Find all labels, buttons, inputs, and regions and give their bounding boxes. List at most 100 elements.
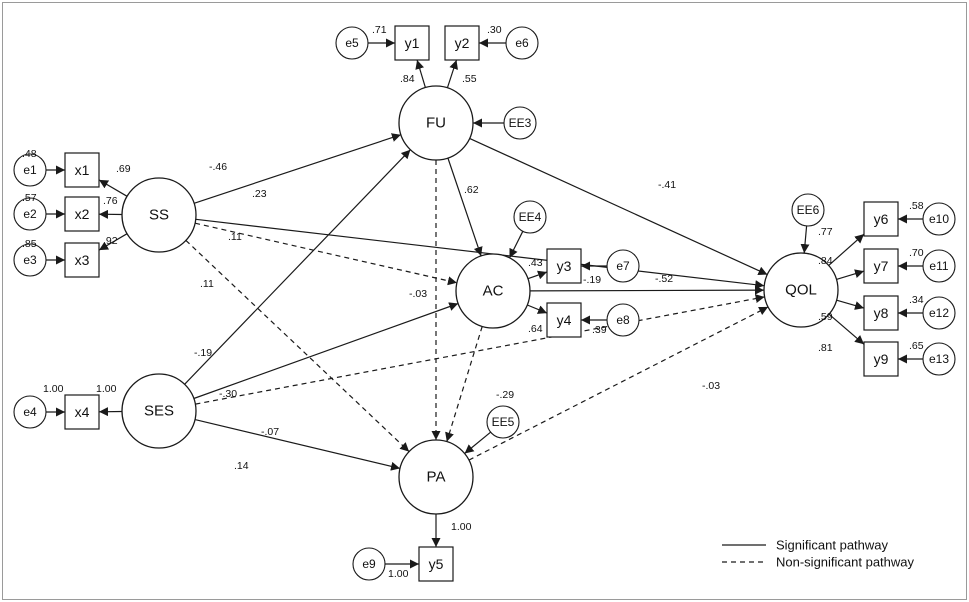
error-label-e13: e13 (929, 352, 949, 366)
path-ee5-to-pa (464, 431, 491, 454)
coef-ac-y4: .64 (528, 323, 543, 335)
error-node-e8 (606, 303, 640, 337)
coef-ss-pa: .11 (200, 278, 214, 290)
legend-significant-label: Significant pathway (776, 538, 889, 553)
coef-qol-y8: .59 (818, 311, 833, 323)
path-ses-to-qol (195, 294, 765, 405)
observed-node-x1 (64, 152, 100, 188)
error-node-e9 (352, 547, 386, 581)
coef-ss-x3: .92 (103, 235, 118, 247)
error-node-e13 (922, 342, 956, 376)
path-ac-to-qol (529, 285, 765, 295)
coef-pa-y5: 1.00 (451, 521, 472, 533)
error-node-e4 (13, 395, 47, 429)
latent-node-pa (398, 439, 474, 515)
coef-ac-pa: -.29 (496, 389, 514, 401)
observed-node-y9 (863, 341, 899, 377)
error-label-ee4: EE4 (519, 210, 542, 224)
coef-ss-x1: .69 (116, 163, 131, 175)
observed-label-y1: y1 (405, 35, 420, 51)
observed-node-y1 (394, 25, 430, 61)
observed-node-y6 (863, 201, 899, 237)
error-label-e5: e5 (345, 36, 359, 50)
coef-e7-y3: -.19 (583, 274, 601, 286)
observed-label-x2: x2 (75, 206, 90, 222)
coef-ses-pa: .14 (234, 460, 249, 472)
coef-e6-y2: .30 (487, 24, 502, 36)
coef-fu-y1: .84 (400, 73, 415, 85)
coef-fu-pa: -.03 (409, 288, 427, 300)
coef-e5-y1: .71 (372, 24, 387, 36)
error-label-ee3: EE3 (509, 116, 532, 130)
error-label-e7: e7 (616, 259, 630, 273)
error-node-e12 (922, 296, 956, 330)
coef-e1-x1: .48 (22, 148, 37, 160)
coef-ss-qol: .23 (252, 188, 267, 200)
path-ses-to-fu (184, 149, 411, 385)
error-node-ee5 (486, 405, 520, 439)
latent-node-qol (763, 252, 839, 328)
latent-label-fu: FU (426, 115, 446, 132)
observed-label-x3: x3 (75, 252, 90, 268)
coef-e12-y8: .34 (909, 294, 924, 306)
coef-e13-y9: .65 (909, 340, 924, 352)
error-node-e10 (922, 202, 956, 236)
observed-label-y3: y3 (557, 258, 572, 274)
error-node-ee3 (503, 106, 537, 140)
edges-layer (46, 38, 923, 569)
path-ee4-to-ac (508, 231, 524, 259)
latent-label-ses: SES (144, 403, 174, 420)
path-qol-to-y9 (828, 313, 865, 345)
observed-node-y7 (863, 248, 899, 284)
path-ss-to-x1 (98, 179, 128, 197)
coef-fu-qol: -.41 (658, 179, 676, 191)
error-label-e1: e1 (23, 163, 37, 177)
coef-ss-x2: .76 (103, 195, 118, 207)
coef-e11-y7: .70 (909, 247, 924, 259)
latent-label-qol: QOL (785, 282, 817, 299)
coef-fu-y2: .55 (462, 73, 477, 85)
error-label-e10: e10 (929, 212, 949, 226)
coef-qol-y9: .81 (818, 342, 833, 354)
error-node-ee4 (513, 200, 547, 234)
observed-label-y8: y8 (874, 305, 889, 321)
error-node-e5 (335, 26, 369, 60)
latent-label-pa: PA (427, 469, 446, 486)
latent-node-fu (398, 85, 474, 161)
observed-node-y2 (444, 25, 480, 61)
path-ee6-to-qol (800, 225, 810, 254)
latent-label-ac: AC (483, 283, 504, 300)
path-ses-to-ac (193, 302, 459, 400)
path-fu-to-qol (469, 137, 768, 276)
observed-label-x1: x1 (75, 162, 90, 178)
coef-e2-x2: .57 (22, 192, 37, 204)
observed-node-y4 (546, 302, 582, 338)
coef-fu-ac: .62 (464, 184, 479, 196)
observed-node-y3 (546, 248, 582, 284)
coef-ac-qol: -.52 (655, 273, 673, 285)
coef-e4-x4: 1.00 (43, 383, 64, 395)
path-qol-to-y8 (836, 299, 865, 310)
coef-e3-x3: .85 (22, 238, 37, 250)
error-label-e8: e8 (616, 313, 630, 327)
error-node-e6 (505, 26, 539, 60)
error-node-e2 (13, 197, 47, 231)
error-node-e11 (922, 249, 956, 283)
error-label-e4: e4 (23, 405, 37, 419)
observed-label-y2: y2 (455, 35, 470, 51)
legend-non-significant-label: Non-significant pathway (776, 555, 915, 570)
coef-e8-y4: .39 (592, 324, 607, 336)
coef-e10-y6: .58 (909, 200, 924, 212)
path-qol-to-y6 (828, 233, 865, 266)
observed-node-x2 (64, 196, 100, 232)
observed-node-x4 (64, 394, 100, 430)
observed-label-x4: x4 (75, 404, 90, 420)
error-label-e2: e2 (23, 207, 37, 221)
observed-node-x3 (64, 242, 100, 278)
observed-node-y5 (418, 546, 454, 582)
path-fu-to-y2 (446, 59, 458, 88)
coef-ses-fu: -.19 (194, 347, 212, 359)
error-node-e7 (606, 249, 640, 283)
path-ss-to-fu (193, 133, 402, 204)
